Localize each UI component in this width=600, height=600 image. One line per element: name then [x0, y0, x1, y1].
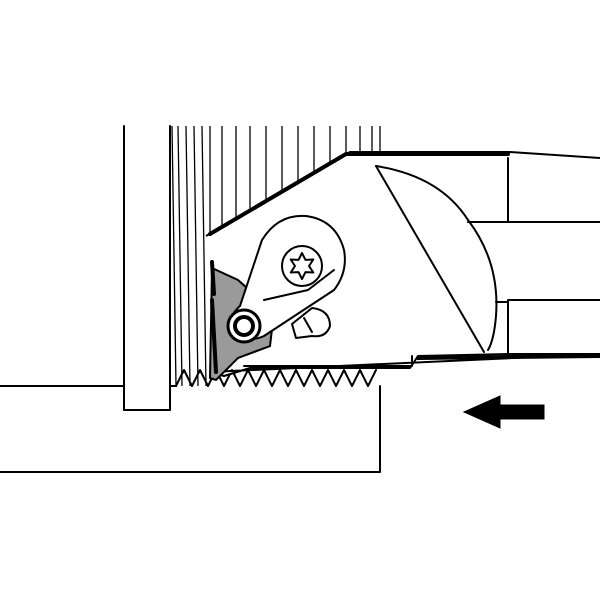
thread-ridge-line [201, 125, 207, 387]
insert-screw-icon [226, 308, 262, 344]
tool-shank-face [375, 165, 498, 351]
thread-ridge-line [171, 125, 177, 387]
tool-shank-rear [507, 157, 600, 355]
workpiece-bore-wall [123, 125, 171, 411]
feed-direction-arrow-icon [462, 395, 545, 429]
thread-ridge-line [193, 125, 199, 387]
clamp-wedge-detail [303, 317, 313, 333]
tool-shank-upper-edge [208, 152, 510, 236]
tool-shank-lower-edge [416, 354, 600, 360]
clamp-lever-inner [263, 269, 335, 301]
tool-shank-chamfer [375, 165, 485, 353]
thread-profile [175, 369, 377, 387]
thread-ridge-line [177, 125, 183, 387]
thread-ridge-lines [171, 125, 381, 387]
thread-ridge-line [185, 125, 191, 387]
tool-shank-curve-2 [467, 221, 509, 303]
torx-screw-icon [281, 245, 323, 287]
clamp-wedge [291, 307, 331, 339]
tool-shank-step [243, 355, 413, 367]
workpiece-base [0, 385, 381, 473]
insert-pocket-edge [210, 260, 218, 374]
